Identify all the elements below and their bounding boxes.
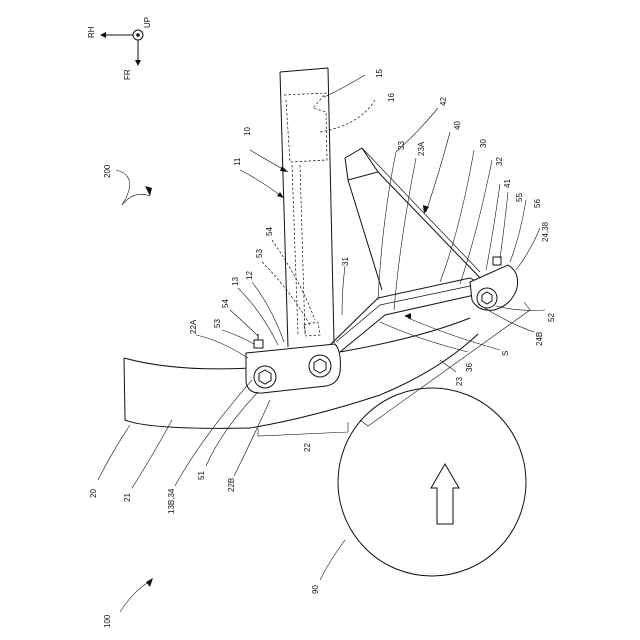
rh-arrowhead: [100, 32, 106, 38]
brace-inner-edge: [348, 180, 382, 290]
dashed-internal-line-1: [292, 165, 298, 335]
right-bracket: [470, 257, 518, 310]
label-12: 12: [245, 271, 254, 280]
leader-22b: [234, 400, 270, 476]
leader-lines: [98, 75, 545, 612]
wheel: [338, 388, 526, 576]
label-10: 10: [243, 127, 252, 136]
leader-16: [320, 100, 375, 132]
brace-member: [345, 148, 485, 290]
up-label: UP: [143, 17, 152, 28]
label-200: 200: [103, 164, 112, 178]
leader-23: [440, 360, 456, 372]
dashed-internal-line-2: [300, 165, 305, 335]
label-56: 56: [533, 199, 542, 208]
label-53b: 53: [255, 249, 264, 258]
label-15: 15: [375, 69, 384, 78]
label-22b: 22B: [227, 478, 236, 492]
leader-22a: [196, 335, 248, 358]
label-36: 36: [465, 363, 474, 372]
vertical-member: [280, 68, 334, 347]
leader-12: [252, 282, 284, 342]
leader-13b34: [175, 380, 252, 486]
right-bracket-plate: [470, 265, 518, 310]
leader-20: [98, 425, 130, 480]
left-bracket: [246, 334, 340, 393]
label-90: 90: [311, 585, 320, 594]
leader-53a: [222, 330, 254, 344]
leader-200: [116, 170, 130, 205]
leader-2438: [516, 228, 540, 270]
leader-31: [342, 266, 345, 315]
fr-label: FR: [123, 69, 132, 80]
label-16: 16: [387, 93, 396, 102]
label-52: 52: [547, 313, 556, 322]
leader-200b: [122, 194, 150, 205]
rh-label: RH: [87, 26, 96, 38]
label-55: 55: [515, 193, 524, 202]
body-upper-outline: [124, 358, 252, 369]
arrow-100: [146, 578, 153, 587]
link-inner-line: [336, 286, 470, 342]
wheel-circle: [338, 388, 526, 576]
brace-top-cap: [345, 148, 378, 180]
right-nut-55: [493, 257, 501, 265]
leader-90: [320, 540, 345, 580]
label-23a: 23A: [417, 141, 426, 156]
leader-52: [496, 306, 545, 311]
label-40: 40: [453, 121, 462, 130]
label-11: 11: [233, 157, 242, 166]
leader-15: [324, 75, 365, 97]
orientation-indicator: RH UP FR: [87, 17, 152, 80]
label-23: 23: [455, 377, 464, 386]
leader-55: [500, 192, 508, 258]
leader-21: [132, 420, 172, 488]
arrow-s: [404, 313, 411, 319]
leader-23a: [394, 158, 416, 310]
body-inner-curve: [340, 318, 470, 352]
leader-56: [510, 200, 526, 262]
leader-36: [380, 322, 468, 352]
brace-rear-edge: [362, 148, 480, 272]
label-54b: 54: [265, 227, 274, 236]
arrow-11: [277, 192, 284, 198]
label-33: 33: [397, 141, 406, 150]
label-22a: 22A: [189, 319, 198, 334]
label-20: 20: [89, 489, 98, 498]
wheel-direction-arrow: [431, 464, 459, 524]
leader-11: [240, 170, 284, 198]
leader-51: [206, 392, 258, 466]
label-53a: 53: [213, 319, 222, 328]
label-21: 21: [123, 493, 132, 502]
label-31: 31: [341, 257, 350, 266]
leader-30: [440, 150, 474, 282]
fr-arrowhead: [135, 60, 141, 66]
label-51: 51: [197, 471, 206, 480]
dashed-internal-member: [284, 93, 327, 162]
dashed-fastener: [304, 322, 320, 336]
label-42: 42: [439, 97, 448, 106]
label-s: S: [501, 351, 510, 356]
label-13b34: 13B,34: [167, 488, 176, 514]
label-2438: 24,38: [541, 221, 550, 242]
label-32: 32: [495, 157, 504, 166]
arrow-200: [145, 186, 152, 196]
up-symbol-dot: [136, 33, 140, 37]
left-nut-53: [254, 340, 263, 348]
label-24b: 24B: [535, 332, 544, 346]
leader-100: [120, 580, 152, 612]
label-13: 13: [231, 277, 240, 286]
member-top-edge: [280, 68, 328, 72]
label-100: 100: [103, 614, 112, 628]
member-right-edge: [328, 68, 334, 343]
label-54a: 54: [221, 299, 230, 308]
arrow-10: [280, 166, 288, 172]
label-22: 22: [303, 443, 312, 452]
brace-outer-edge: [378, 172, 485, 283]
leader-40: [426, 132, 450, 212]
leader-54a: [230, 310, 258, 336]
label-41: 41: [503, 179, 512, 188]
label-30: 30: [479, 139, 488, 148]
